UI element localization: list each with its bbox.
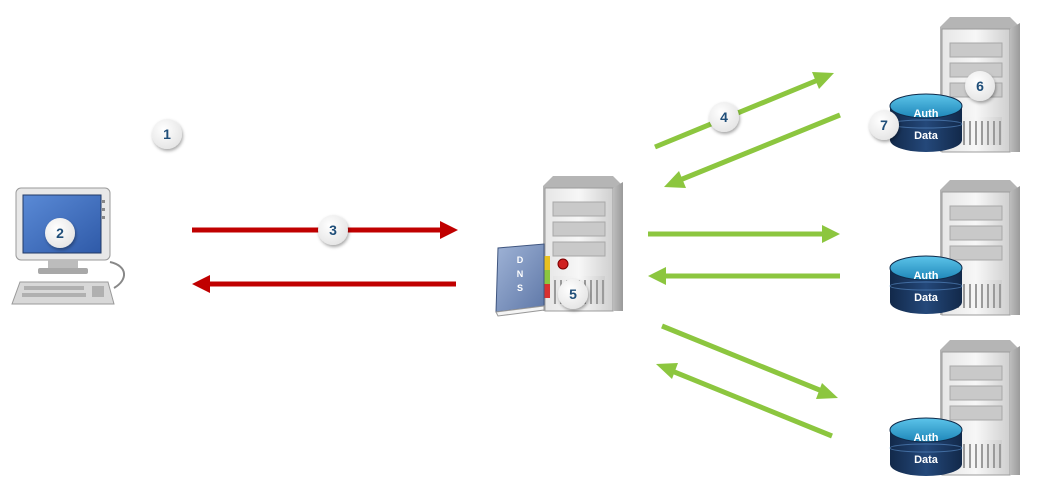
database-icon: Auth Data (889, 417, 963, 476)
book-letter-n: N (517, 269, 524, 279)
dns-book-icon: D N S (495, 243, 550, 317)
step-number: 1 (163, 126, 171, 142)
auth1-to-dns-arrow (664, 112, 841, 188)
book-letter-s: S (517, 283, 523, 293)
dns-to-auth1-arrow (654, 72, 834, 150)
db-label-data: Data (914, 454, 939, 466)
book-letter-d: D (517, 255, 524, 265)
dns-to-auth2-arrow (648, 225, 840, 243)
db-label-auth: Auth (913, 270, 938, 282)
db-label-data: Data (914, 130, 939, 142)
response-arrow (192, 275, 456, 293)
db-label-auth: Auth (913, 432, 938, 444)
computer-icon (11, 187, 125, 305)
step-badge-1: 1 (152, 119, 182, 149)
step-badge-6: 6 (965, 71, 995, 101)
step-number: 7 (880, 117, 888, 133)
step-badge-7: 7 (869, 110, 899, 140)
auth-server-2: Auth Data (889, 179, 1021, 316)
step-badge-3: 3 (318, 215, 348, 245)
db-label-auth: Auth (913, 108, 938, 120)
db-label-data: Data (914, 292, 939, 304)
step-number: 6 (976, 78, 984, 94)
step-number: 3 (329, 222, 337, 238)
step-number: 2 (56, 225, 64, 241)
step-badge-2: 2 (45, 218, 75, 248)
step-badge-4: 4 (709, 102, 739, 132)
auth2-to-dns-arrow (648, 267, 840, 285)
step-number: 4 (720, 109, 728, 125)
dns-to-auth3-arrow (661, 323, 838, 399)
auth-server-1: Auth Data (889, 16, 1021, 153)
step-badge-5: 5 (558, 279, 588, 309)
step-number: 5 (569, 286, 577, 302)
database-icon: Auth Data (889, 93, 963, 152)
dns-server-icon (542, 175, 624, 312)
database-icon: Auth Data (889, 255, 963, 314)
auth3-to-dns-arrow (656, 363, 833, 439)
query-arrow (192, 221, 458, 239)
auth-server-3: Auth Data (889, 339, 1021, 476)
